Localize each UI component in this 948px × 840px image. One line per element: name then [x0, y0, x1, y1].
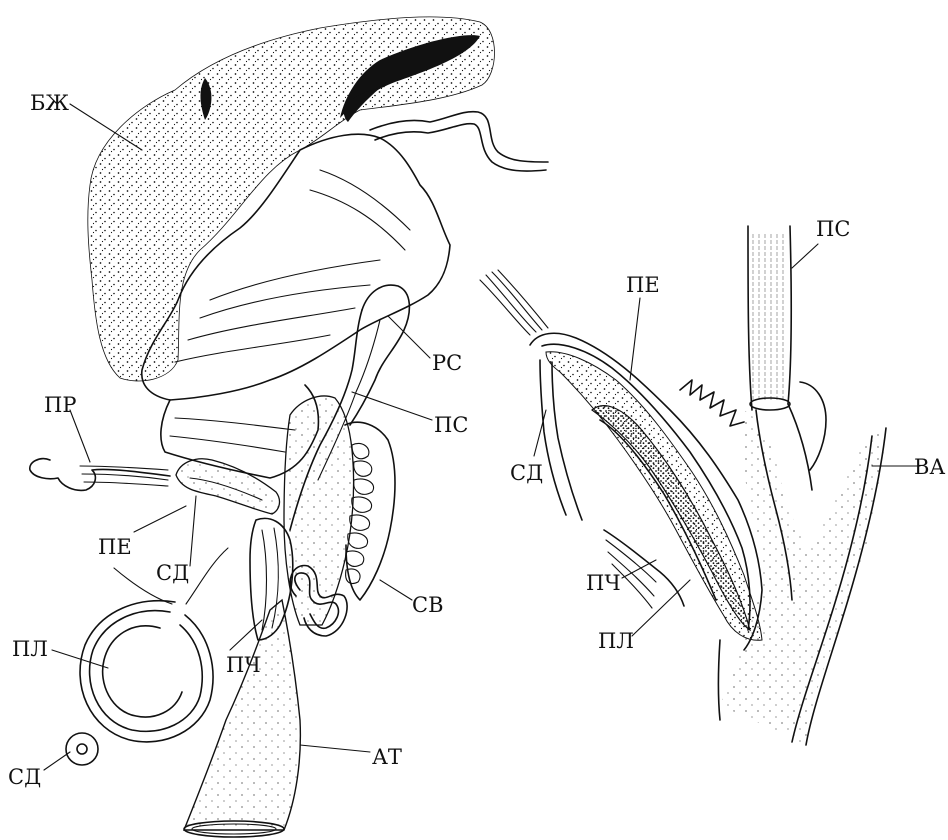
- right-vas-deferens-hatch: [752, 232, 786, 402]
- spermoviduct-fold-2: [200, 285, 370, 318]
- oviduct: [284, 396, 354, 625]
- label-pch-right: ПЧ: [586, 571, 621, 595]
- hermaphrodite-duct: [370, 112, 548, 162]
- label-pl-left: ПЛ: [12, 637, 48, 661]
- label-pr: ПР: [44, 393, 76, 417]
- spermoviduct-lower-fold-1: [175, 418, 295, 430]
- label-bzh: БЖ: [30, 91, 69, 115]
- cross-section-sd-inner: [77, 744, 87, 754]
- label-pl-right: ПЛ: [598, 629, 634, 653]
- left-figure: [30, 17, 548, 837]
- spermoviduct-lower-fold-2: [170, 436, 285, 452]
- albumen-gland: [88, 17, 495, 381]
- right-vas-deferens-right: [788, 226, 791, 404]
- label-rs: РС: [432, 351, 462, 375]
- right-atrium-left-edge: [719, 640, 721, 720]
- cross-section-sd-outer: [66, 733, 98, 765]
- penial-retractor-fibres-3: [84, 482, 168, 486]
- label-pe-left: ПЕ: [98, 535, 132, 559]
- spermoviduct-fold-4: [175, 335, 330, 362]
- cross-section-outer: [80, 601, 213, 742]
- hermaphrodite-duct-inner: [375, 124, 546, 171]
- label-at: АТ: [372, 745, 402, 769]
- right-figure: [480, 226, 886, 745]
- label-ps-right: ПС: [816, 217, 850, 241]
- right-vas-deferens-left: [748, 226, 752, 410]
- label-sv: СВ: [412, 593, 444, 617]
- cross-section-inner: [103, 626, 182, 717]
- right-atrium-curve-1: [800, 382, 826, 470]
- cross-section-middle: [90, 611, 203, 732]
- label-va: ВА: [914, 455, 945, 479]
- label-pe-right: ПЕ: [626, 273, 660, 297]
- right-retractor-fibres-4: [498, 270, 548, 328]
- receptaculum-seminis: [350, 285, 409, 425]
- label-sd-mid: СД: [156, 561, 189, 585]
- label-ps-left: ПС: [434, 413, 468, 437]
- spermoviduct-fold-5: [320, 170, 410, 230]
- penial-sheath-line-1: [262, 530, 267, 630]
- label-pch-left: ПЧ: [226, 653, 261, 677]
- label-sd-bottom: СД: [8, 765, 41, 789]
- spermoviduct-fold-6: [310, 190, 405, 250]
- right-membrane-jagged: [680, 380, 744, 426]
- right-atrium-curve-3: [788, 404, 812, 490]
- label-sd-right: СД: [510, 461, 543, 485]
